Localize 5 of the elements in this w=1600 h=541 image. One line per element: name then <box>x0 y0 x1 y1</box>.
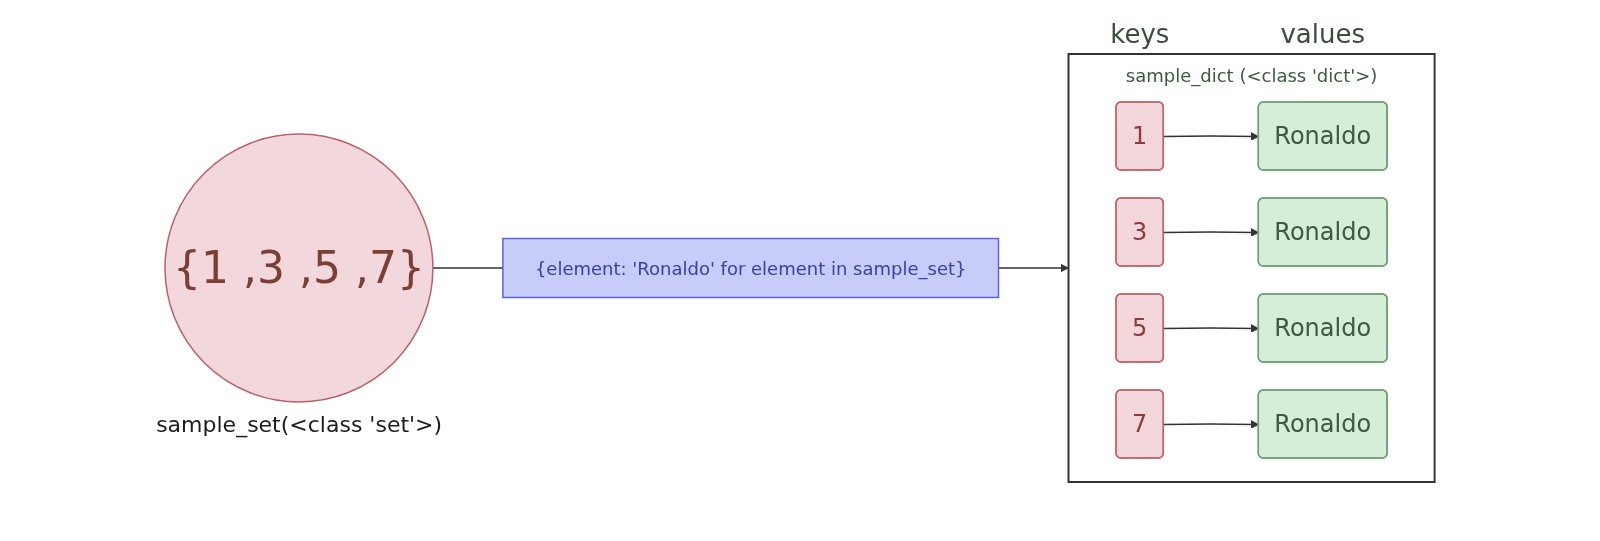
column-heading: values <box>1280 19 1365 51</box>
node-box: {element: 'Ronaldo' for element in sample_set} <box>502 237 1000 299</box>
column-heading: keys <box>1110 19 1170 51</box>
node-caption: sample_set(<class 'set'>) <box>156 411 443 439</box>
node-circle: {1 ,3 ,5 ,7} <box>164 133 434 403</box>
